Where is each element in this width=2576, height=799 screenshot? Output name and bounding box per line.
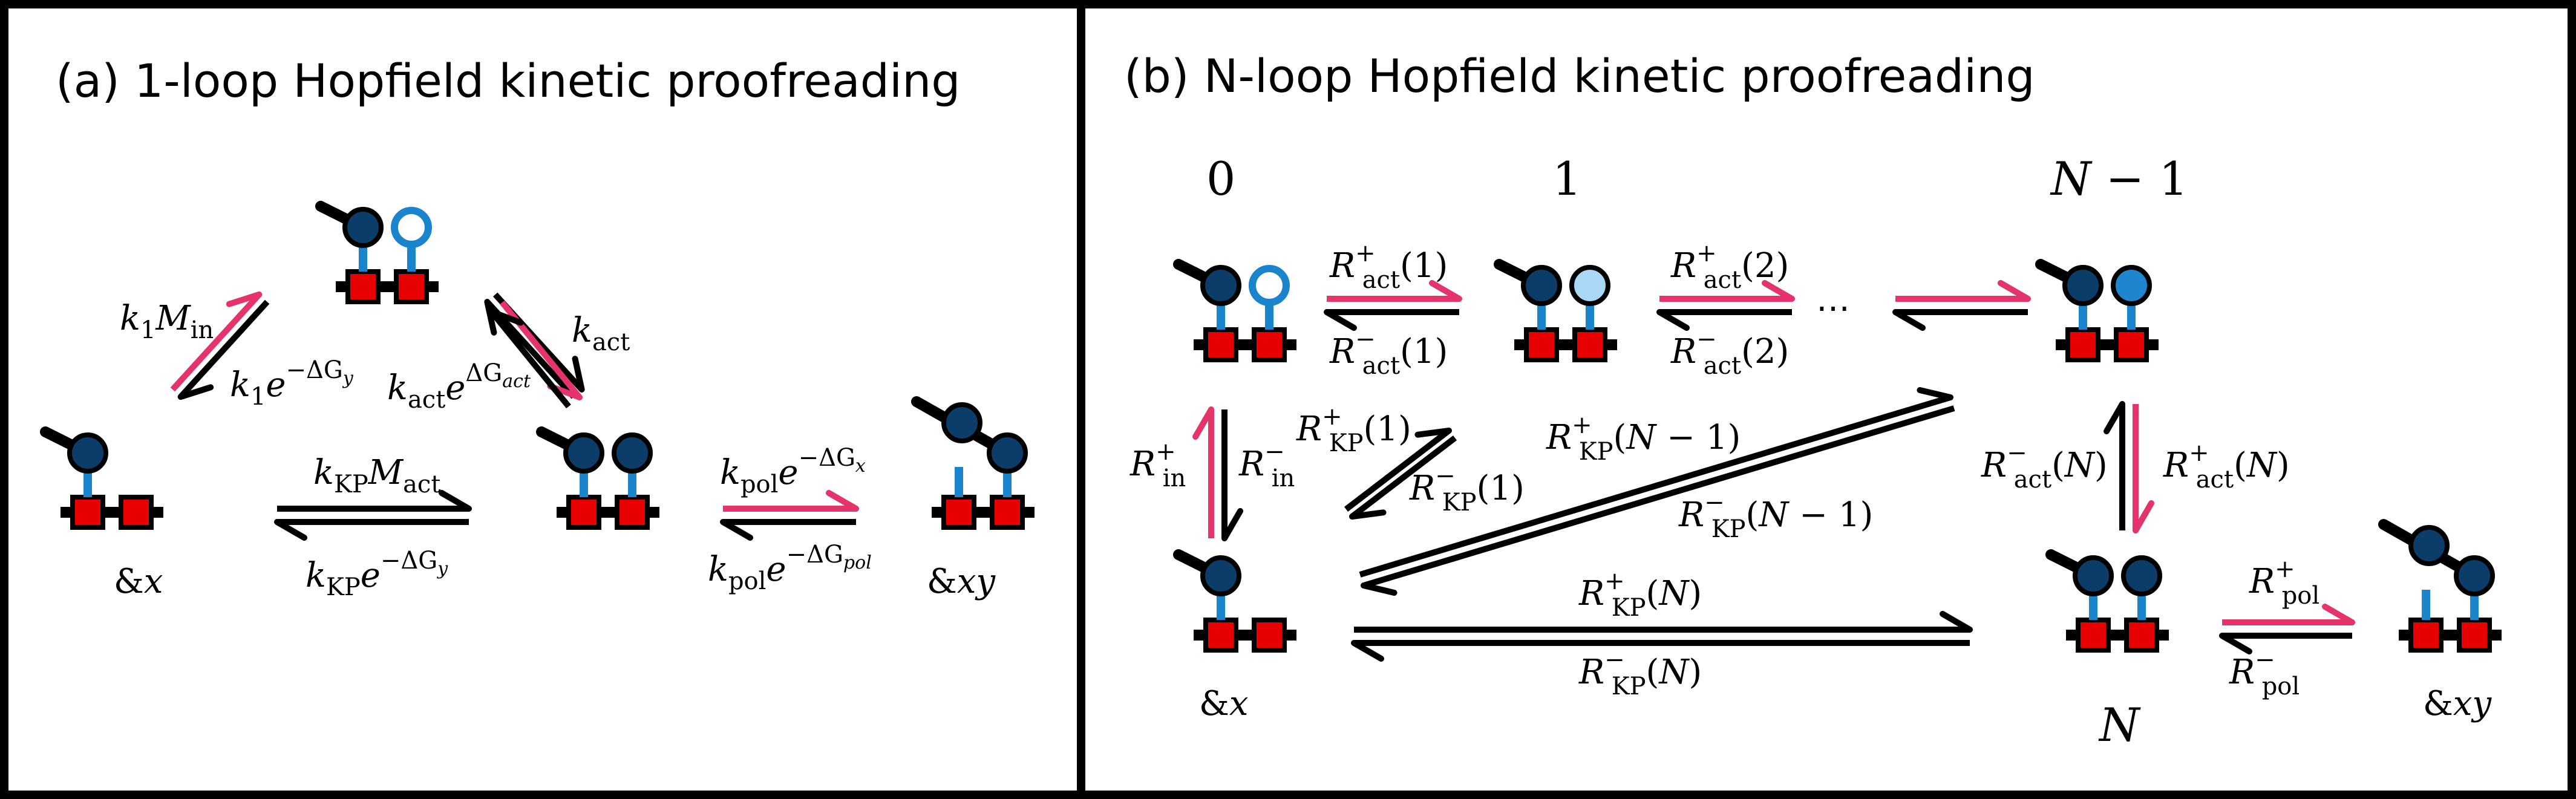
arrow-left-to-top-forward (170, 291, 263, 392)
arrow-left-to-top-reverse (177, 299, 270, 400)
arrow-pol-a-forward (723, 490, 859, 512)
rate-rpol-minus: R−pol (2229, 646, 2300, 700)
rate-ract2-minus: R−act(2) (1670, 325, 1789, 380)
molecule-layer (40, 201, 2502, 650)
state-label-xy-a: &xy (927, 562, 996, 601)
arrow-kpn1-reverse (1361, 405, 1955, 596)
rate-rkpn1-plus: R+KP(N − 1) (1546, 411, 1741, 466)
label-layer: k1Min k1e−ΔGy kact kacteΔGact kKPMact kKPe−ΔG… (114, 152, 2492, 752)
state-index-n-1: N − 1 (2050, 152, 2188, 206)
arrow-kp1-forward (1344, 428, 1452, 512)
rate-kact-back: kacteΔGact (387, 359, 531, 414)
rate-ract1-plus: R+act(1) (1329, 240, 1448, 294)
arrow-1-to-2-reverse (1656, 309, 1792, 331)
rate-k1-min: k1Min (120, 299, 214, 344)
arrow-kpn-reverse (1351, 640, 1970, 662)
rate-ractn-minus: R−act(N) (1981, 439, 2108, 494)
monomer-product-xy (911, 396, 1035, 527)
monomer-b-x (1173, 549, 1296, 650)
rate-rpol-plus: R+pol (2249, 555, 2319, 610)
arrow-kpn-forward (1354, 611, 1973, 633)
arrow-dots-to-n-1-reverse (1892, 309, 2028, 331)
rate-kkp-back: kKPe−ΔGy (306, 547, 448, 601)
rate-ractn-plus: R+act(N) (2163, 439, 2290, 494)
rate-ract2-plus: R+act(2) (1670, 240, 1789, 294)
monomer-state-n-1 (2035, 259, 2159, 360)
arrow-dots-to-n-1-forward (1895, 280, 2031, 302)
arrow-1-to-2-forward (1659, 280, 1795, 302)
rate-rkp1-minus: R−KP(1) (1409, 462, 1525, 517)
monomer-state-0 (1173, 259, 1296, 360)
rate-kkp-forward: kKPMact (313, 453, 440, 498)
arrow-pol-b-forward (2222, 604, 2355, 625)
rate-rkpn-minus: R−KP(N) (1578, 646, 1702, 700)
rate-k1-back: k1e−ΔGy (230, 356, 354, 411)
monomer-left-x (40, 426, 163, 527)
arrow-top-right-reverse (488, 308, 571, 409)
arrow-0-to-1-forward (1327, 280, 1462, 302)
panel-b-title: (b) N-loop Hopfield kinetic proofreading (1124, 49, 2035, 103)
rate-rkpn-plus: R+KP(N) (1578, 567, 1702, 622)
arrow-pol-a-reverse (720, 519, 856, 541)
state-index-1: 1 (1552, 152, 1581, 206)
state-label-x-a: &x (114, 562, 163, 601)
panel-b-frame (1077, 0, 2576, 799)
rate-kact: kact (572, 311, 630, 356)
arrow-in-forward (1192, 406, 1214, 538)
panel-a-title: (a) 1-loop Hopfield kinetic proofreading (56, 54, 961, 108)
arrow-in-reverse (1221, 409, 1243, 541)
arrow-kp-a-reverse (274, 519, 469, 541)
rate-rin-minus: R−in (1238, 438, 1295, 492)
rate-rkpn1-minus: R−KP(N − 1) (1678, 489, 1873, 543)
arrow-actn-forward (2133, 404, 2154, 533)
monomer-state-n (2045, 549, 2169, 650)
rate-ract1-minus: R−act(1) (1329, 325, 1448, 380)
rate-rin-plus: R+in (1129, 438, 1186, 492)
arrow-actn-reverse (2104, 401, 2125, 530)
arrow-layer (170, 280, 2355, 662)
arrow-0-to-1-reverse (1324, 309, 1459, 331)
state-index-n: N (2098, 698, 2141, 752)
rate-rkp1-plus: R+KP(1) (1296, 403, 1411, 457)
chain-ellipsis: ⋯ (1816, 289, 1850, 328)
arrow-pol-b-reverse (2219, 633, 2352, 654)
state-label-xy-b: &xy (2423, 684, 2492, 723)
monomer-b-product-xy (2378, 519, 2502, 650)
arrow-kpn1-forward (1359, 387, 1953, 578)
state-index-0: 0 (1206, 152, 1235, 206)
arrow-kp1-reverse (1349, 435, 1457, 520)
monomer-top (315, 201, 439, 302)
state-label-x-b: &x (1199, 684, 1248, 723)
monomer-right-both (536, 426, 659, 527)
rate-kpol-back: kpole−ΔGpol (708, 541, 872, 595)
monomer-state-1 (1494, 259, 1617, 360)
arrow-kp-a-forward (277, 490, 472, 512)
rate-kpol-forward: kpole−ΔGx (720, 444, 866, 498)
